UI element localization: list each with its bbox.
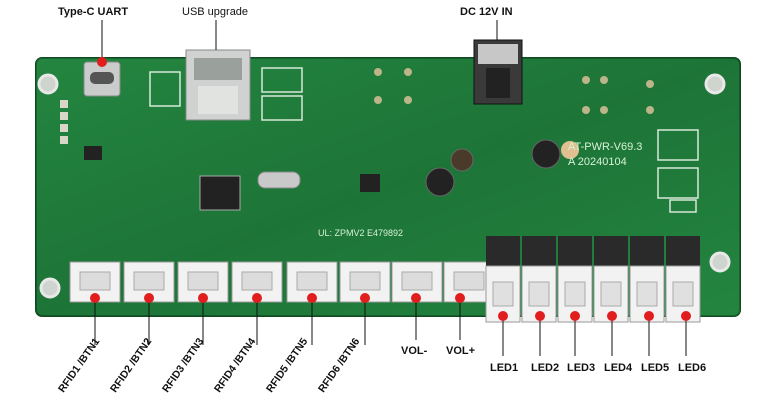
led-label: LED3 bbox=[567, 362, 596, 374]
led-label: LED1 bbox=[490, 362, 519, 374]
mount-hole bbox=[37, 73, 59, 95]
rfid-connector bbox=[231, 261, 283, 303]
led-connector bbox=[557, 236, 593, 323]
led-connectors bbox=[485, 236, 701, 323]
marker-dot bbox=[97, 57, 107, 67]
usb-label: USB upgrade bbox=[182, 6, 249, 18]
mounting-holes bbox=[37, 73, 731, 299]
uart-label: Type-C UART bbox=[58, 6, 129, 18]
marker-dot bbox=[144, 293, 154, 303]
led-connector bbox=[521, 236, 557, 323]
marker-dot bbox=[198, 293, 208, 303]
marker-dot bbox=[360, 293, 370, 303]
led-label: LED6 bbox=[678, 362, 707, 374]
rfid-connector bbox=[339, 261, 391, 303]
mcu-chip bbox=[199, 175, 241, 211]
rfid-connector bbox=[69, 261, 121, 303]
mount-hole bbox=[39, 277, 61, 299]
mount-hole bbox=[704, 73, 726, 95]
crystal bbox=[257, 171, 301, 189]
marker-dot bbox=[535, 311, 545, 321]
led-connector bbox=[485, 236, 521, 323]
regulator-chip bbox=[360, 174, 380, 192]
marker-dot bbox=[570, 311, 580, 321]
marker-dot bbox=[681, 311, 691, 321]
board-model-label: AT-PWR-V69.3 bbox=[568, 141, 642, 153]
marker-dot bbox=[411, 293, 421, 303]
leader-lines bbox=[90, 20, 691, 356]
type-c-port bbox=[83, 61, 121, 97]
led-connector bbox=[629, 236, 665, 323]
through-hole-pads bbox=[374, 68, 654, 114]
led-label: LED2 bbox=[531, 362, 560, 374]
vol-plus-label: VOL+ bbox=[446, 345, 476, 357]
marker-dot bbox=[307, 293, 317, 303]
marker-dot bbox=[498, 311, 508, 321]
led-label: LED4 bbox=[604, 362, 633, 374]
usb-port bbox=[185, 49, 251, 121]
dc-label: DC 12V IN bbox=[460, 6, 513, 18]
bottom-connectors bbox=[69, 261, 495, 303]
mount-hole bbox=[709, 251, 731, 273]
right-headers bbox=[657, 129, 699, 213]
small-chip bbox=[84, 146, 102, 160]
led-connector bbox=[593, 236, 629, 323]
marker-dot bbox=[644, 311, 654, 321]
marker-dot bbox=[90, 293, 100, 303]
dc-jack bbox=[473, 39, 523, 105]
led-connector bbox=[665, 236, 701, 323]
marker-dot bbox=[607, 311, 617, 321]
led-label: LED5 bbox=[641, 362, 670, 374]
marker-dot bbox=[252, 293, 262, 303]
board-date-label: A 20240104 bbox=[568, 156, 627, 168]
capacitors bbox=[425, 139, 579, 197]
ul-label: UL: ZPMV2 E479892 bbox=[318, 228, 403, 238]
ics bbox=[84, 146, 380, 211]
marker-dot bbox=[455, 293, 465, 303]
header-pads bbox=[60, 67, 303, 144]
vol-minus-label: VOL- bbox=[401, 345, 428, 357]
